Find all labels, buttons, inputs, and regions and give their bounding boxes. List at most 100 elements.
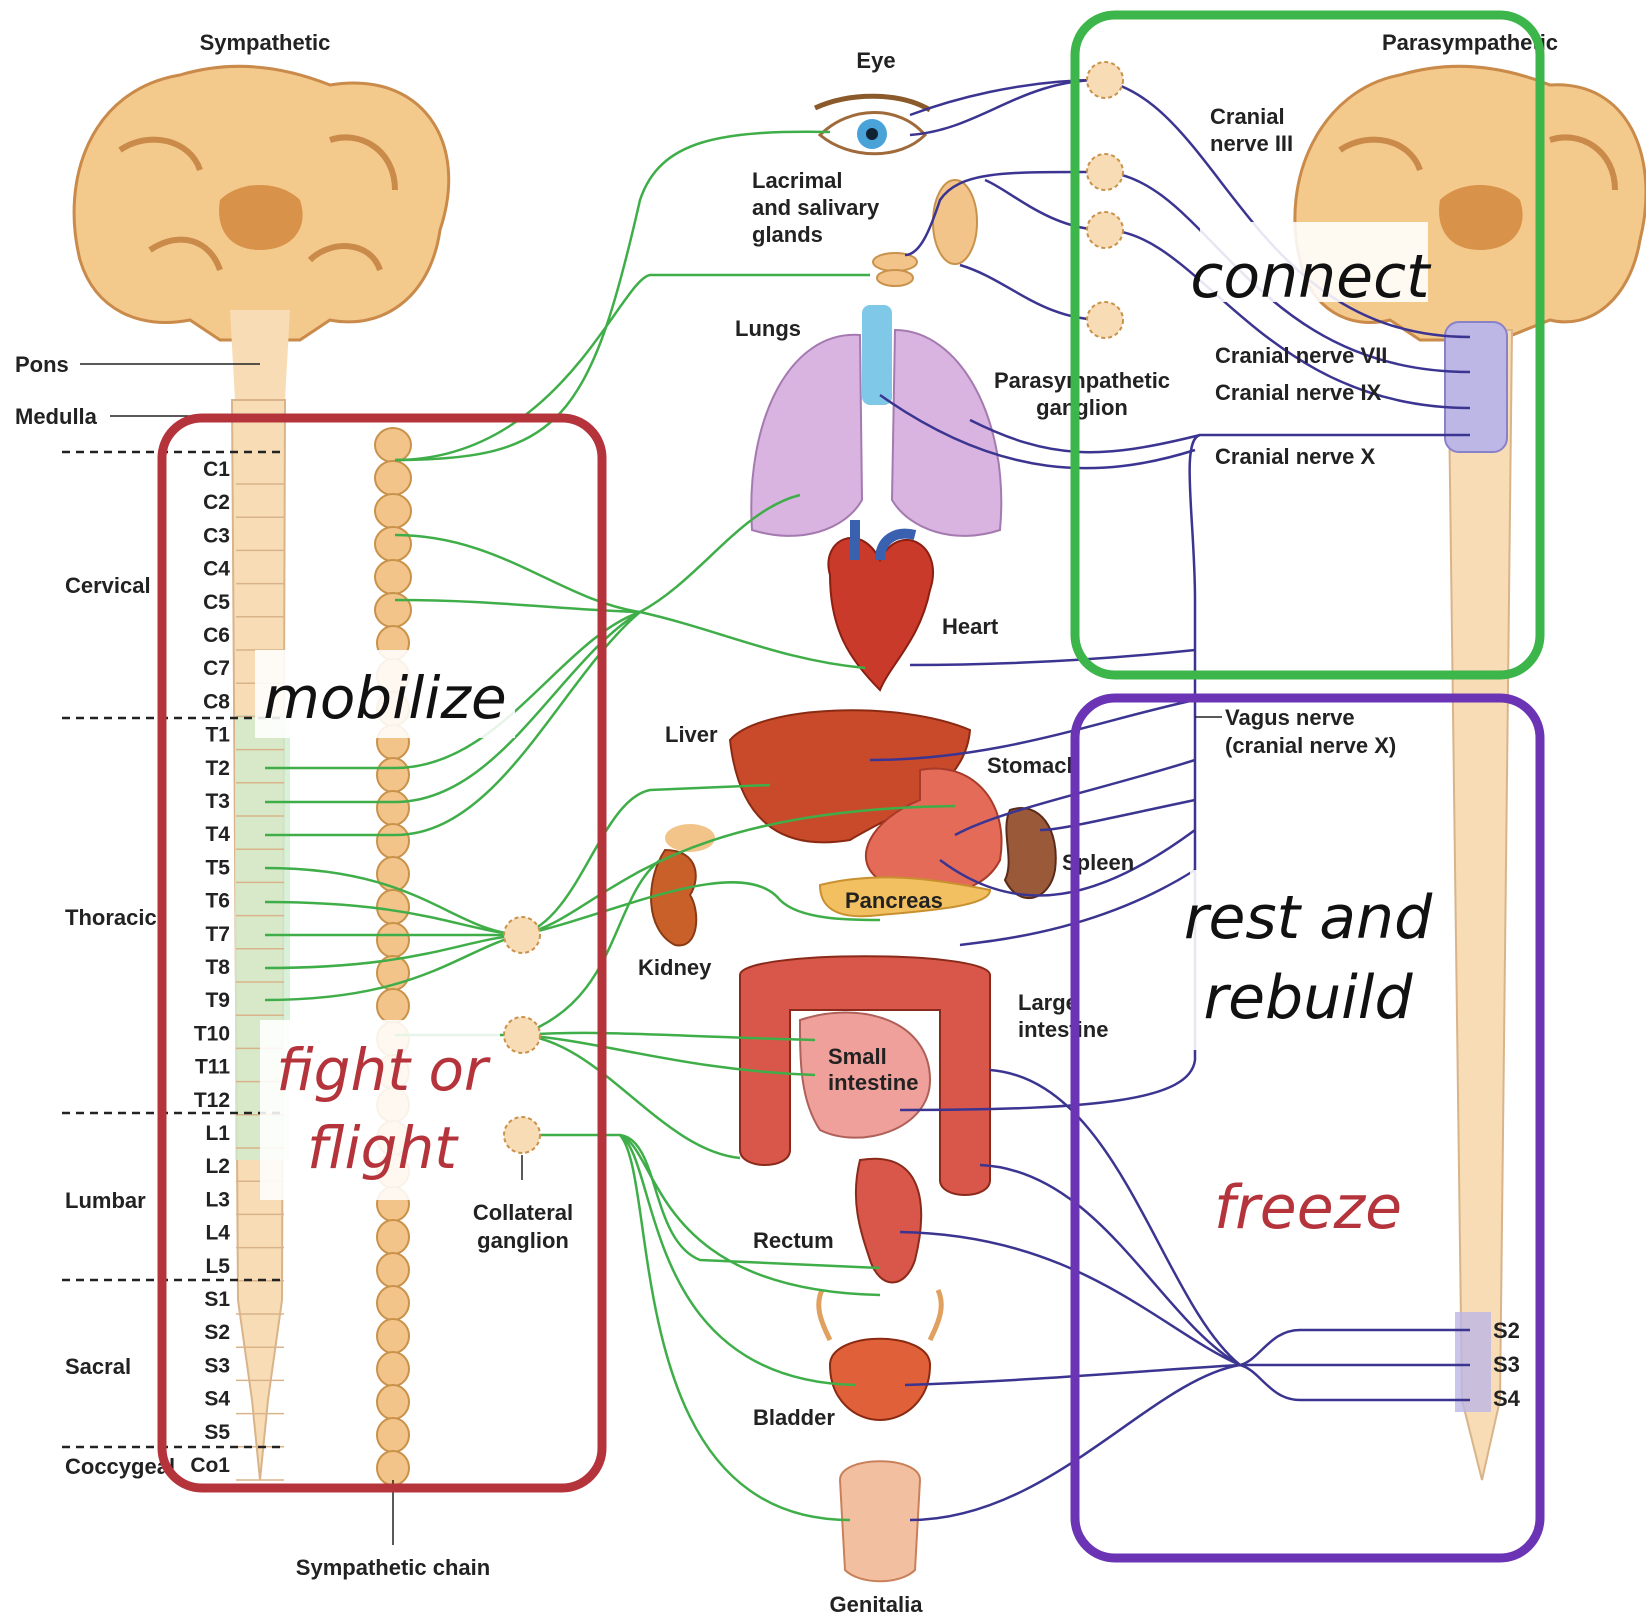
chain-ganglion [377, 1220, 409, 1254]
right-spinal-cord [1448, 330, 1512, 1480]
sympathetic-header: Sympathetic [200, 30, 331, 55]
vagus-label-2: (cranial nerve X) [1225, 733, 1396, 758]
organ-small-intestine-2: intestine [828, 1070, 918, 1095]
segment-label-t2: T2 [205, 757, 230, 780]
chain-ganglion [377, 1418, 409, 1452]
segment-label-t8: T8 [205, 956, 230, 979]
organ-bladder: Bladder [753, 1405, 835, 1430]
organ-small-intestine-1: Small [828, 1044, 887, 1069]
organs [651, 96, 1056, 1581]
segment-label-c7: C7 [203, 657, 230, 680]
spleen-icon [1005, 808, 1056, 898]
segment-label-c4: C4 [203, 558, 230, 581]
chain-ganglion [375, 560, 411, 594]
collateral-ganglion-label-2: ganglion [477, 1228, 569, 1253]
segment-label-l3: L3 [205, 1188, 230, 1211]
segment-label-s3: S3 [204, 1354, 230, 1377]
pons-label: Pons [15, 352, 69, 377]
annotation-rest-1: rest and [1184, 883, 1433, 953]
organ-genitalia: Genitalia [830, 1592, 924, 1616]
segment-label-c1: C1 [203, 458, 230, 481]
organ-glands-3: glands [752, 222, 823, 247]
chain-ganglion [377, 1253, 409, 1287]
segment-label-l2: L2 [205, 1155, 230, 1178]
chain-ganglion [377, 1319, 409, 1353]
annotation-rest-2: rebuild [1203, 963, 1413, 1033]
annotation-fight-2: flight [307, 1114, 459, 1182]
cn9-label: Cranial nerve IX [1215, 380, 1382, 405]
annotation-freeze: freeze [1214, 1173, 1402, 1243]
chain-ganglion [377, 890, 409, 924]
brainstem-nuclei [1445, 322, 1507, 452]
organ-kidney: Kidney [638, 955, 712, 980]
cn10-label: Cranial nerve X [1215, 444, 1376, 469]
region-cervical: Cervical [65, 573, 151, 598]
right-s2-label: S2 [1493, 1318, 1520, 1343]
cn3-label-2: nerve III [1210, 131, 1293, 156]
chain-ganglion [375, 494, 411, 528]
segment-label-s2: S2 [204, 1321, 230, 1344]
segment-label-t12: T12 [194, 1089, 230, 1112]
segment-label-s4: S4 [204, 1388, 230, 1411]
chain-ganglion [377, 1385, 409, 1419]
segment-label-t3: T3 [205, 790, 230, 813]
glands-icon [873, 180, 977, 286]
region-lumbar: Lumbar [65, 1188, 146, 1213]
segment-label-s5: S5 [204, 1421, 230, 1444]
segment-label-c6: C6 [203, 624, 230, 647]
segment-label-l5: L5 [205, 1255, 230, 1278]
segment-label-l1: L1 [205, 1122, 230, 1145]
organ-heart: Heart [942, 614, 999, 639]
organ-large-intestine-1: Large [1018, 990, 1078, 1015]
chain-ganglion [377, 758, 409, 792]
segment-label-t6: T6 [205, 890, 230, 913]
vagus-label-1: Vagus nerve [1225, 705, 1355, 730]
para-ganglion-label-1: Parasympathetic [994, 368, 1170, 393]
segment-label-t4: T4 [205, 823, 230, 846]
sacral-nuclei [1455, 1312, 1491, 1412]
segment-label-t5: T5 [205, 856, 230, 879]
chain-ganglion [375, 461, 411, 495]
cn7-label: Cranial nerve VII [1215, 343, 1387, 368]
segment-label-co1: Co1 [190, 1454, 230, 1477]
bladder-icon [819, 1290, 942, 1420]
collateral-ganglia [504, 917, 540, 1153]
segment-label-s1: S1 [204, 1288, 230, 1311]
organ-rectum: Rectum [753, 1228, 834, 1253]
segment-label-t11: T11 [195, 1056, 230, 1079]
parasympathetic-ganglia [1087, 62, 1123, 338]
chain-ganglion [377, 989, 409, 1023]
annotation-fight-1: fight or [276, 1036, 491, 1104]
genitalia-icon [840, 1461, 920, 1581]
collateral-ganglion-label-1: Collateral [473, 1200, 573, 1225]
segment-label-t10: T10 [194, 1022, 230, 1045]
rectum-icon [856, 1159, 921, 1283]
right-s4-label: S4 [1493, 1386, 1521, 1411]
segment-label-c5: C5 [203, 591, 230, 614]
eye-icon [815, 96, 930, 154]
segment-label-t9: T9 [205, 989, 230, 1012]
organ-pancreas: Pancreas [845, 888, 943, 913]
medulla-label: Medulla [15, 404, 98, 429]
chain-ganglion [377, 824, 409, 858]
segment-label-c8: C8 [203, 690, 230, 713]
para-ganglion-label-2: ganglion [1036, 395, 1128, 420]
chain-ganglion [375, 428, 411, 462]
organ-glands-1: Lacrimal [752, 168, 843, 193]
organ-stomach: Stomach [987, 753, 1080, 778]
chain-ganglion [375, 527, 411, 561]
chain-ganglion [375, 593, 411, 627]
segment-label-t7: T7 [205, 923, 230, 946]
organ-large-intestine-2: intestine [1018, 1017, 1108, 1042]
left-brain [74, 66, 449, 400]
organ-liver: Liver [665, 722, 718, 747]
chain-ganglion [377, 791, 409, 825]
segment-label-l4: L4 [205, 1222, 230, 1245]
organ-eye: Eye [856, 48, 895, 73]
cn3-label-1: Cranial [1210, 104, 1285, 129]
segment-label-c3: C3 [203, 524, 230, 547]
annotation-connect: connect [1190, 242, 1432, 312]
sympathetic-chain-label: Sympathetic chain [296, 1555, 490, 1580]
